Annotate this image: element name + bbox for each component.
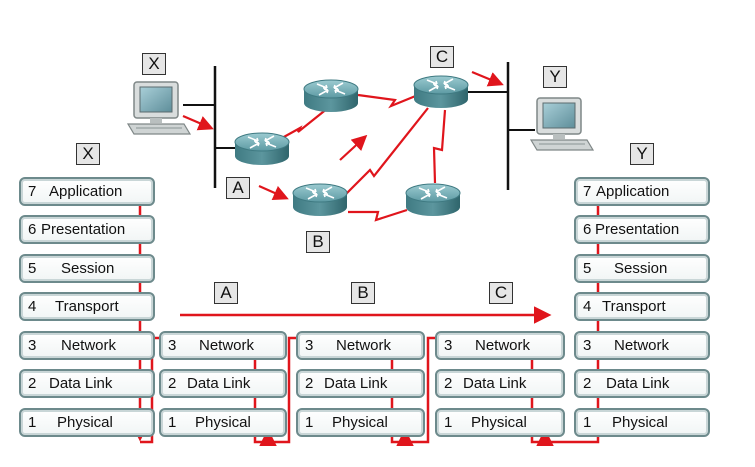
wan-link-a-top xyxy=(281,107,329,139)
layer-name: Transport xyxy=(55,298,119,315)
layer-name: Data Link xyxy=(324,375,388,392)
layer-number: 3 xyxy=(168,337,177,354)
computer-y-icon xyxy=(530,97,594,151)
layer-network: 3 Network xyxy=(296,331,425,360)
layer-name: Application xyxy=(49,183,123,200)
layer-network: 3 Network xyxy=(574,331,710,360)
layer-number: 5 xyxy=(583,260,592,277)
layer-number: 1 xyxy=(444,414,453,431)
router-a-tag: A xyxy=(226,177,250,199)
layer-name: Network xyxy=(61,337,117,354)
router-a-icon xyxy=(234,132,290,166)
layer-session: 5 Session xyxy=(574,254,710,283)
layer-number: 4 xyxy=(28,298,37,315)
layer-number: 2 xyxy=(305,375,314,392)
layer-application: 7 Application xyxy=(574,177,710,206)
layer-transport: 4 Transport xyxy=(574,292,710,321)
topology-path-arrows xyxy=(182,70,504,201)
path-a-tag: A xyxy=(214,282,238,304)
layer-name: Network xyxy=(199,337,255,354)
layer-name: Data Link xyxy=(606,375,670,392)
layer-session: 5 Session xyxy=(19,254,155,283)
layer-number: 4 xyxy=(583,298,592,315)
layer-name: Physical xyxy=(612,414,668,431)
wan-link-top-c xyxy=(357,93,419,109)
wan-link-b-right xyxy=(348,208,408,222)
layer-number: 1 xyxy=(168,414,177,431)
layer-physical: 1 Physical xyxy=(574,408,710,437)
path-b-tag: B xyxy=(351,282,375,304)
router-c-icon xyxy=(413,75,469,109)
layer-number: 5 xyxy=(28,260,37,277)
layer-name: Session xyxy=(61,260,115,277)
host-x-tag: X xyxy=(142,53,166,75)
layer-name: Physical xyxy=(195,414,251,431)
layer-physical: 1 Physical xyxy=(296,408,425,437)
router-b-tag: B xyxy=(306,231,330,253)
layer-physical: 1 Physical xyxy=(19,408,155,437)
layer-name: Data Link xyxy=(463,375,527,392)
layer-number: 3 xyxy=(28,337,37,354)
layer-name: Session xyxy=(614,260,668,277)
layer-physical: 1 Physical xyxy=(435,408,565,437)
arrow-b-to-c xyxy=(339,134,368,161)
layer-number: 1 xyxy=(305,414,314,431)
stack-x-tag: X xyxy=(76,143,100,165)
layer-name: Transport xyxy=(602,298,666,315)
layer-data-link: 2 Data Link xyxy=(574,369,710,398)
arrow-host-x-to-a xyxy=(182,114,214,131)
layer-number: 3 xyxy=(305,337,314,354)
path-c-tag: C xyxy=(489,282,513,304)
layer-name: Presentation xyxy=(41,221,126,238)
layer-data-link: 2 Data Link xyxy=(159,369,287,398)
layer-name: Network xyxy=(336,337,392,354)
layer-name: Data Link xyxy=(49,375,113,392)
layer-name: Physical xyxy=(471,414,527,431)
layer-network: 3 Network xyxy=(159,331,287,360)
router-c-tag: C xyxy=(430,46,454,68)
layer-presentation: 6 Presentation xyxy=(574,215,710,244)
host-y-tag: Y xyxy=(543,66,567,88)
layer-number: 6 xyxy=(583,221,592,238)
layer-number: 2 xyxy=(583,375,592,392)
arrow-c-to-host-y xyxy=(471,70,504,87)
layer-transport: 4 Transport xyxy=(19,292,155,321)
layer-name: Data Link xyxy=(187,375,251,392)
layer-physical: 1 Physical xyxy=(159,408,287,437)
layer-number: 6 xyxy=(28,221,37,238)
layer-number: 2 xyxy=(28,375,37,392)
layer-number: 2 xyxy=(444,375,453,392)
layer-number: 7 xyxy=(583,183,592,200)
layer-name: Network xyxy=(475,337,531,354)
layer-data-link: 2 Data Link xyxy=(19,369,155,398)
layer-data-link: 2 Data Link xyxy=(296,369,425,398)
layer-number: 1 xyxy=(583,414,592,431)
router-bottom-right-icon xyxy=(405,183,461,217)
router-b-icon xyxy=(292,183,348,217)
layer-application: 7 Application xyxy=(19,177,155,206)
layer-number: 3 xyxy=(444,337,453,354)
stack-y-tag: Y xyxy=(630,143,654,165)
layer-number: 1 xyxy=(28,414,37,431)
layer-name: Network xyxy=(614,337,670,354)
arrow-a-to-b xyxy=(258,184,289,201)
wan-link-c-right xyxy=(432,109,447,184)
layer-presentation: 6 Presentation xyxy=(19,215,155,244)
layer-name: Presentation xyxy=(595,221,680,238)
wan-links xyxy=(281,93,447,222)
layer-name: Application xyxy=(596,183,670,200)
layer-number: 7 xyxy=(28,183,37,200)
layer-number: 3 xyxy=(583,337,592,354)
osi-data-path xyxy=(131,182,607,446)
computer-x-icon xyxy=(127,81,191,135)
layer-name: Physical xyxy=(57,414,113,431)
router-top-icon xyxy=(303,79,359,113)
layer-data-link: 2 Data Link xyxy=(435,369,565,398)
layer-number: 2 xyxy=(168,375,177,392)
layer-name: Physical xyxy=(332,414,388,431)
layer-network: 3 Network xyxy=(435,331,565,360)
layer-network: 3 Network xyxy=(19,331,155,360)
wan-link-b-c xyxy=(344,107,429,196)
